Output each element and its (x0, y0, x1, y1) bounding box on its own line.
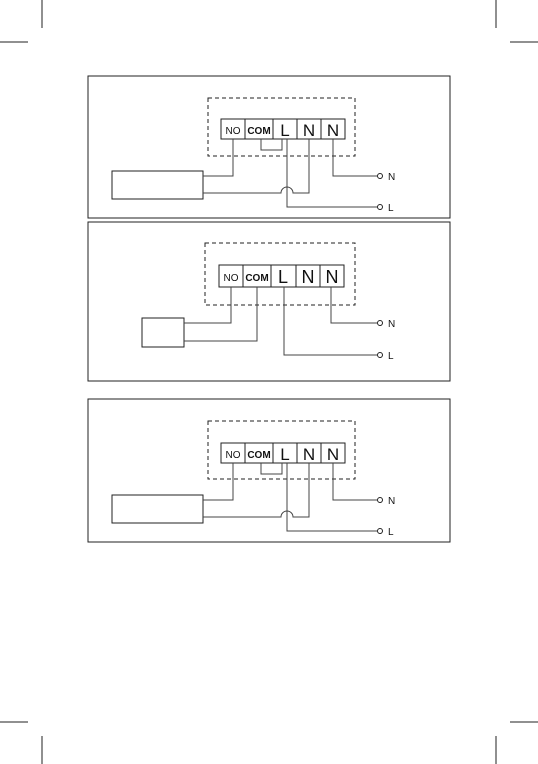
terminal-label-no: NO (224, 273, 239, 284)
terminal-label-com: COM (245, 273, 268, 284)
supply-terminal-n (378, 174, 383, 179)
terminal-label-com: COM (247, 126, 270, 137)
wire-no-to-load (203, 139, 233, 176)
load-device-box (112, 495, 203, 523)
supply-label-n: N (388, 496, 395, 507)
supply-label-l: L (388, 527, 394, 538)
terminal-label-l: L (280, 445, 289, 464)
supply-terminal-l (378, 353, 383, 358)
supply-label-l: L (388, 351, 394, 362)
wiring-diagram-1: NO COM L N N N L (88, 76, 450, 218)
supply-terminal-l (378, 529, 383, 534)
load-device-box (112, 171, 203, 199)
supply-label-l: L (388, 203, 394, 214)
terminal-label-n2: N (327, 445, 339, 464)
wires (203, 463, 377, 531)
wire-no-to-load (203, 463, 233, 500)
supply-label-n: N (388, 319, 395, 330)
terminal-block: NO COM L N N (219, 265, 344, 287)
com-l-jumper (261, 139, 282, 150)
terminal-block: NO COM L N N (221, 119, 345, 140)
wire-l-supply (287, 139, 377, 207)
terminal-label-n1: N (302, 267, 315, 287)
wires (203, 139, 377, 207)
terminal-label-n2: N (326, 267, 339, 287)
terminal-label-n1: N (303, 121, 315, 140)
wiring-diagram-3: NO COM L N N N L (88, 399, 450, 542)
wiring-diagram-2: NO COM L N N N L (88, 222, 450, 381)
supply-label-n: N (388, 172, 395, 183)
terminal-label-n2: N (327, 121, 339, 140)
terminal-label-l: L (278, 267, 288, 287)
terminal-label-no: NO (226, 450, 241, 461)
wire-com-to-load (184, 287, 257, 341)
wires (184, 287, 377, 355)
terminal-block: NO COM L N N (221, 443, 345, 464)
com-l-jumper (261, 463, 282, 474)
supply-terminal-l (378, 205, 383, 210)
supply-terminal-n (378, 321, 383, 326)
supply-terminal-n (378, 498, 383, 503)
wire-n-to-load (203, 139, 309, 193)
wire-n-supply (333, 463, 377, 500)
diagram-frame (88, 222, 450, 381)
terminal-label-com: COM (247, 450, 270, 461)
terminal-label-n1: N (303, 445, 315, 464)
terminal-label-no: NO (226, 126, 241, 137)
wire-n-to-load (203, 463, 309, 517)
wire-l-supply (287, 463, 377, 531)
wire-n-supply (333, 139, 377, 176)
load-device-box (142, 318, 184, 347)
terminal-label-l: L (280, 121, 289, 140)
